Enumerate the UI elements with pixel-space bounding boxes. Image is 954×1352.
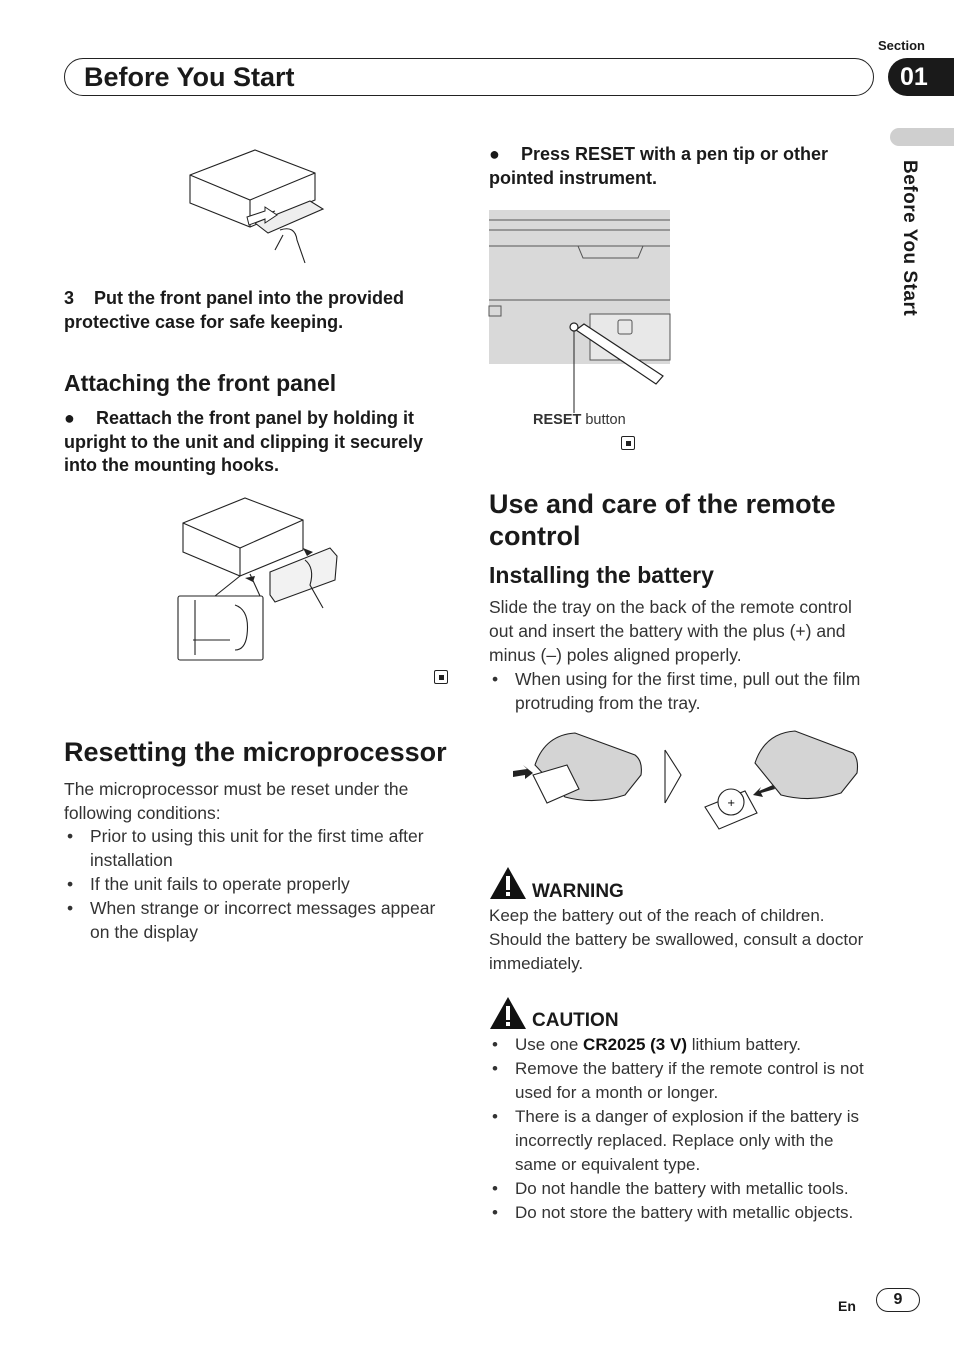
section-number: 01 xyxy=(888,58,954,96)
caution-first-suffix: lithium battery. xyxy=(686,1035,801,1054)
warning-icon xyxy=(490,867,526,899)
side-tab-label: Before You Start xyxy=(899,160,920,317)
page-title: Before You Start xyxy=(84,62,295,92)
list-item: If the unit fails to operate properly xyxy=(64,872,446,896)
attaching-bullet: ● Reattach the front panel by holding it… xyxy=(64,407,444,478)
remote-care-heading: Use and care of the remote control xyxy=(489,489,836,551)
bullet-dot: ● xyxy=(64,408,75,428)
reset-bullet: ● Press RESET with a pen tip or other po… xyxy=(489,143,879,190)
page-number: 9 xyxy=(876,1288,920,1312)
battery-model: CR2025 (3 V) xyxy=(583,1035,687,1054)
list-item: Use one CR2025 (3 V) lithium battery. xyxy=(489,1033,879,1057)
battery-heading: Installing the battery xyxy=(489,562,714,588)
battery-tray-illustration: + xyxy=(513,730,859,830)
caution-label: CAUTION xyxy=(532,1010,619,1031)
end-mark-icon xyxy=(434,670,448,684)
caution-icon xyxy=(490,997,526,1029)
resetting-intro: The microprocessor must be reset under t… xyxy=(64,779,409,823)
remove-panel-illustration xyxy=(189,149,325,264)
attaching-heading: Attaching the front panel xyxy=(64,370,337,396)
list-item: There is a danger of explosion if the ba… xyxy=(489,1105,879,1177)
reset-button-illustration xyxy=(488,210,671,413)
header-bar xyxy=(64,58,874,96)
reset-button-label: RESET button xyxy=(533,412,626,428)
section-label: Section xyxy=(878,38,925,53)
list-item: When strange or incorrect messages appea… xyxy=(64,896,446,944)
list-item: Remove the battery if the remote control… xyxy=(489,1057,879,1105)
reset-bullet-text: Press RESET with a pen tip or other poin… xyxy=(489,144,829,188)
reset-label-bold: RESET xyxy=(533,412,582,428)
language-label: En xyxy=(838,1298,856,1314)
end-mark-icon xyxy=(621,436,635,450)
reset-label-rest: button xyxy=(581,412,626,428)
resetting-conditions-list: Prior to using this unit for the first t… xyxy=(64,824,446,944)
list-item: When using for the first time, pull out … xyxy=(489,667,879,715)
resetting-heading: Resetting the microprocessor xyxy=(64,737,447,767)
battery-note-list: When using for the first time, pull out … xyxy=(489,667,879,715)
side-tab-marker xyxy=(890,128,954,146)
list-item: Prior to using this unit for the first t… xyxy=(64,824,446,872)
bullet-dot: ● xyxy=(489,144,500,164)
caution-first-prefix: Use one xyxy=(515,1035,584,1054)
caution-list: Use one CR2025 (3 V) lithium battery. Re… xyxy=(489,1033,879,1225)
attaching-bullet-text: Reattach the front panel by holding it u… xyxy=(64,408,424,475)
battery-text: Slide the tray on the back of the remote… xyxy=(489,597,852,665)
step-3: 3 Put the front panel into the provided … xyxy=(64,288,405,332)
list-item: Do not store the battery with metallic o… xyxy=(489,1201,879,1225)
warning-text: Keep the battery out of the reach of chi… xyxy=(489,906,864,973)
warning-label: WARNING xyxy=(532,881,624,902)
svg-text:+: + xyxy=(727,798,735,809)
list-item: Do not handle the battery with metallic … xyxy=(489,1177,879,1201)
attach-panel-illustration xyxy=(177,497,338,661)
